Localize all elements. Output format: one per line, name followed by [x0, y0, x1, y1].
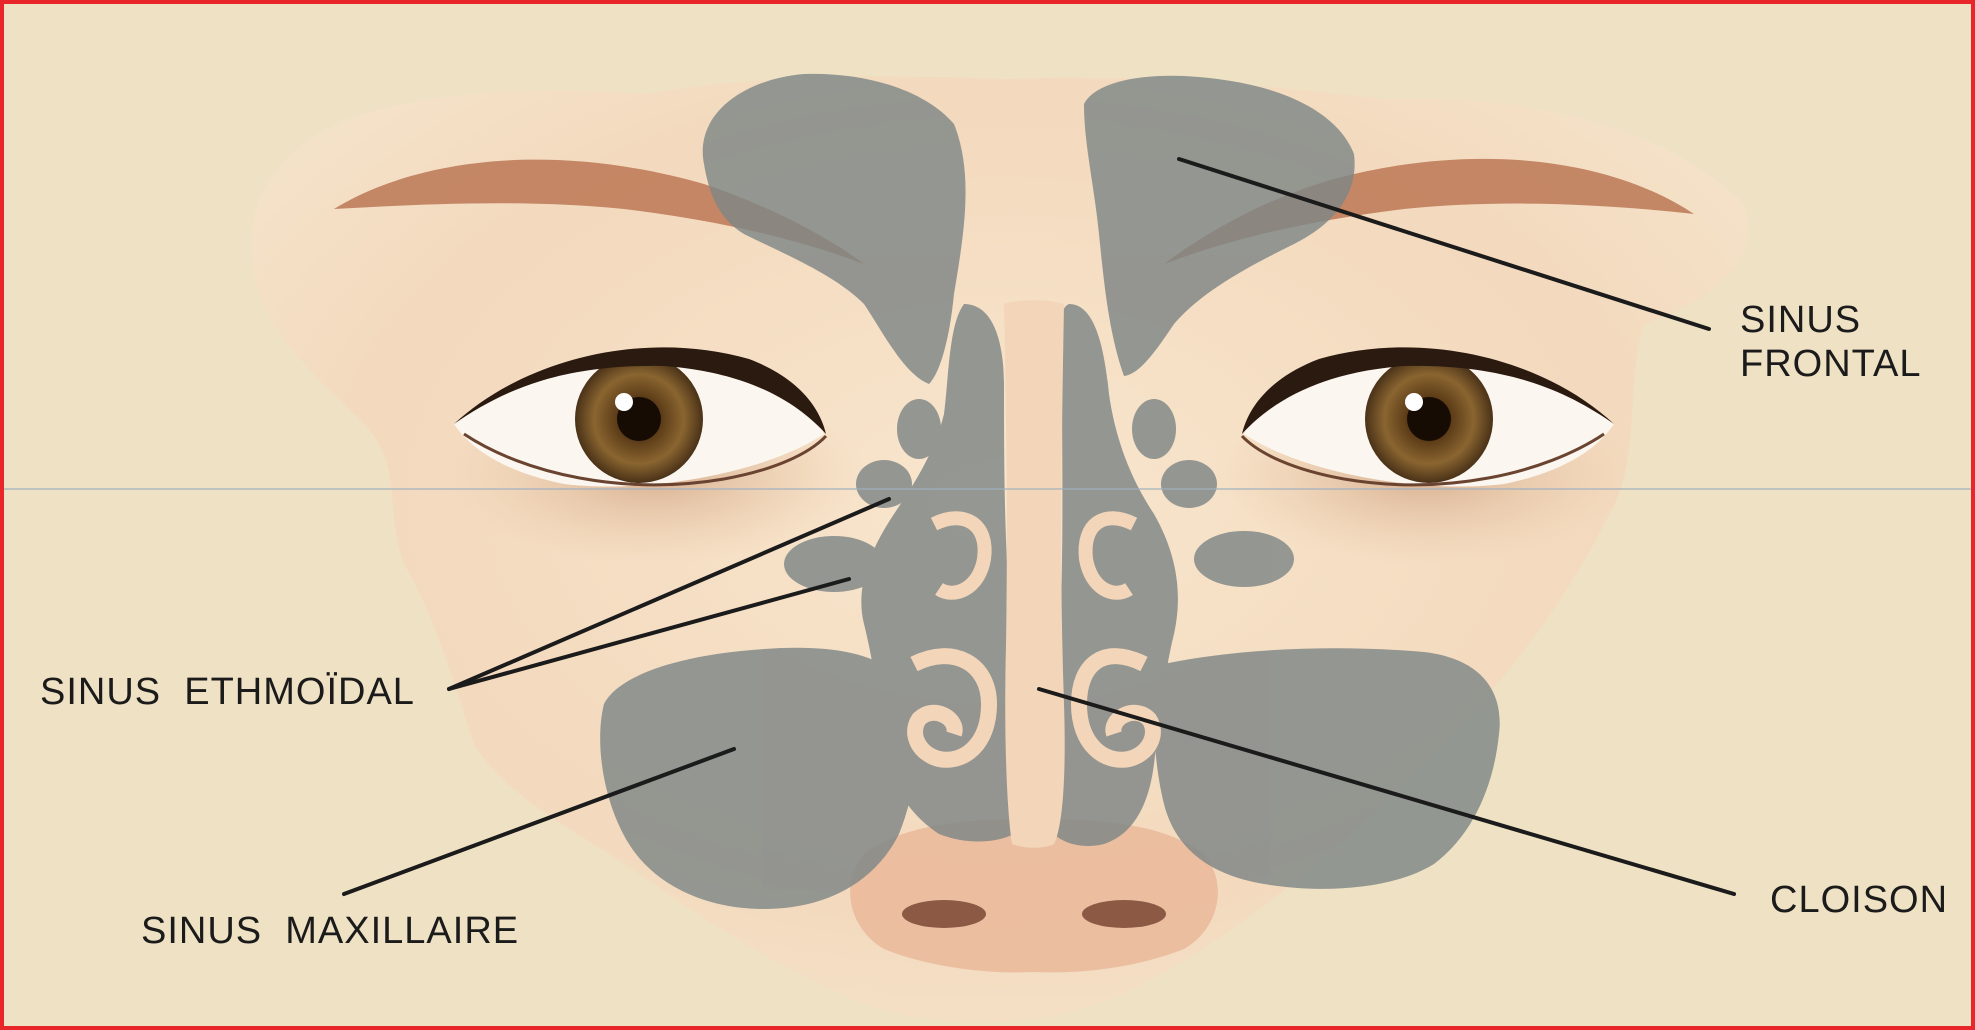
label-sinus-maxillaire: SINUS MAXILLAIRE: [141, 909, 519, 953]
face-sinus-illustration: [4, 4, 1975, 1030]
left-nostril: [902, 900, 986, 928]
label-sinus-ethmoidal: SINUS ETHMOÏDAL: [40, 670, 415, 714]
label-sinus-frontal: SINUS FRONTAL: [1740, 298, 1922, 386]
right-nostril: [1082, 900, 1166, 928]
label-cloison: CLOISON: [1770, 878, 1948, 922]
label-sinus-frontal-line2: FRONTAL: [1740, 343, 1922, 385]
label-sinus-frontal-line1: SINUS: [1740, 299, 1861, 341]
right-maxillary-sinus: [1155, 648, 1500, 889]
